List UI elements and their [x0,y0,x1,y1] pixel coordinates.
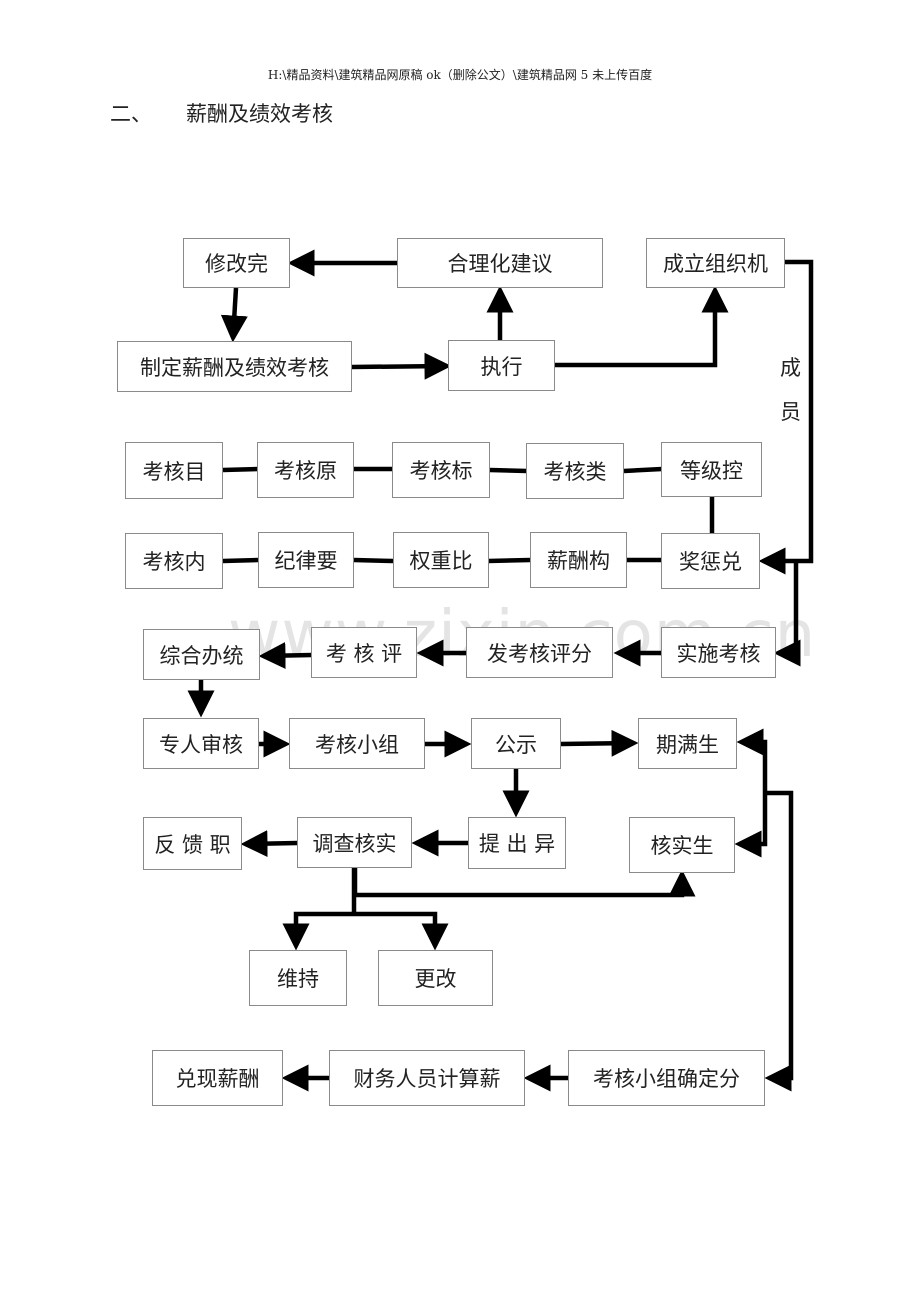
node-salary-structure: 薪酬构 [530,532,627,588]
node-period-expire: 期满生 [638,718,737,769]
link-content-discipline [222,557,259,564]
node-finance-calc: 财务人员计算薪 [329,1050,525,1106]
node-feedback: 反 馈 职 [143,817,242,870]
node-revise-complete: 修改完 [183,238,290,288]
link-standard-category [489,467,528,474]
node-assess-group: 考核小组 [289,718,425,769]
node-issue-score: 发考核评分 [466,627,613,678]
arrow-publicize-to-expire [560,729,639,757]
arrow-branch-to-implement [773,561,801,667]
side-label-char-1: 成 [780,356,801,380]
node-weight-ratio: 权重比 [393,532,489,588]
arrow-bracket-to-expire [736,728,768,792]
section-title: 薪酬及绩效考核 [186,102,333,126]
node-assess-review: 考 核 评 [311,627,417,678]
node-assess-category: 考核类 [526,443,624,499]
arrow-revise-to-formulate [220,287,248,343]
node-rational-suggestion: 合理化建议 [397,238,603,288]
node-implement-assess: 实施考核 [661,627,776,678]
node-discipline-req: 纪律要 [258,532,354,588]
link-category-grade [623,466,663,474]
node-reward-punish: 奖惩兑 [661,533,760,589]
node-establish-org: 成立组织机 [646,238,785,288]
arrow-bracket-to-verify [734,792,768,858]
node-execute: 执行 [448,340,555,391]
link-goal-principle [222,466,259,473]
arrow-formulate-to-execute [351,352,452,380]
arrow-bracket-to-confirm [764,790,794,1092]
node-publicize: 公示 [471,718,561,769]
arrow-split-to-change [354,911,449,951]
node-comprehensive-office: 综合办统 [143,629,260,680]
node-assess-content: 考核内 [125,533,223,589]
node-grade-control: 等级控 [661,442,762,497]
node-assess-principle: 考核原 [257,442,354,498]
node-assess-standard: 考核标 [392,442,490,498]
node-maintain: 维持 [249,950,347,1006]
node-group-confirm: 考核小组确定分 [568,1050,765,1106]
arrow-execute-to-org [554,285,729,368]
node-assess-goal: 考核目 [125,442,223,499]
arrow-review-to-office [258,642,313,670]
side-label-char-2: 员 [780,400,801,424]
node-investigate: 调查核实 [297,817,412,868]
node-dedicated-review: 专人审核 [143,718,259,769]
link-weight-structure [487,557,531,564]
node-cash-salary: 兑现薪酬 [152,1050,283,1106]
link-discipline-weight [353,557,394,564]
arrow-org-to-reward [758,259,814,575]
node-verify-effect: 核实生 [629,817,735,873]
section-number: 二、 [110,102,152,126]
node-formulate-policy: 制定薪酬及绩效考核 [117,341,352,392]
document-header-path: H:\精品资料\建筑精品网原稿 ok（删除公文）\建筑精品网 5 未上传百度 [267,68,653,82]
arrow-investigate-to-feedback [240,830,298,858]
arrow-split-to-maintain [282,911,354,951]
section-heading: 二、 薪酬及绩效考核 [110,98,333,128]
node-change: 更改 [378,950,493,1006]
node-raise-objection: 提 出 异 [468,817,566,869]
